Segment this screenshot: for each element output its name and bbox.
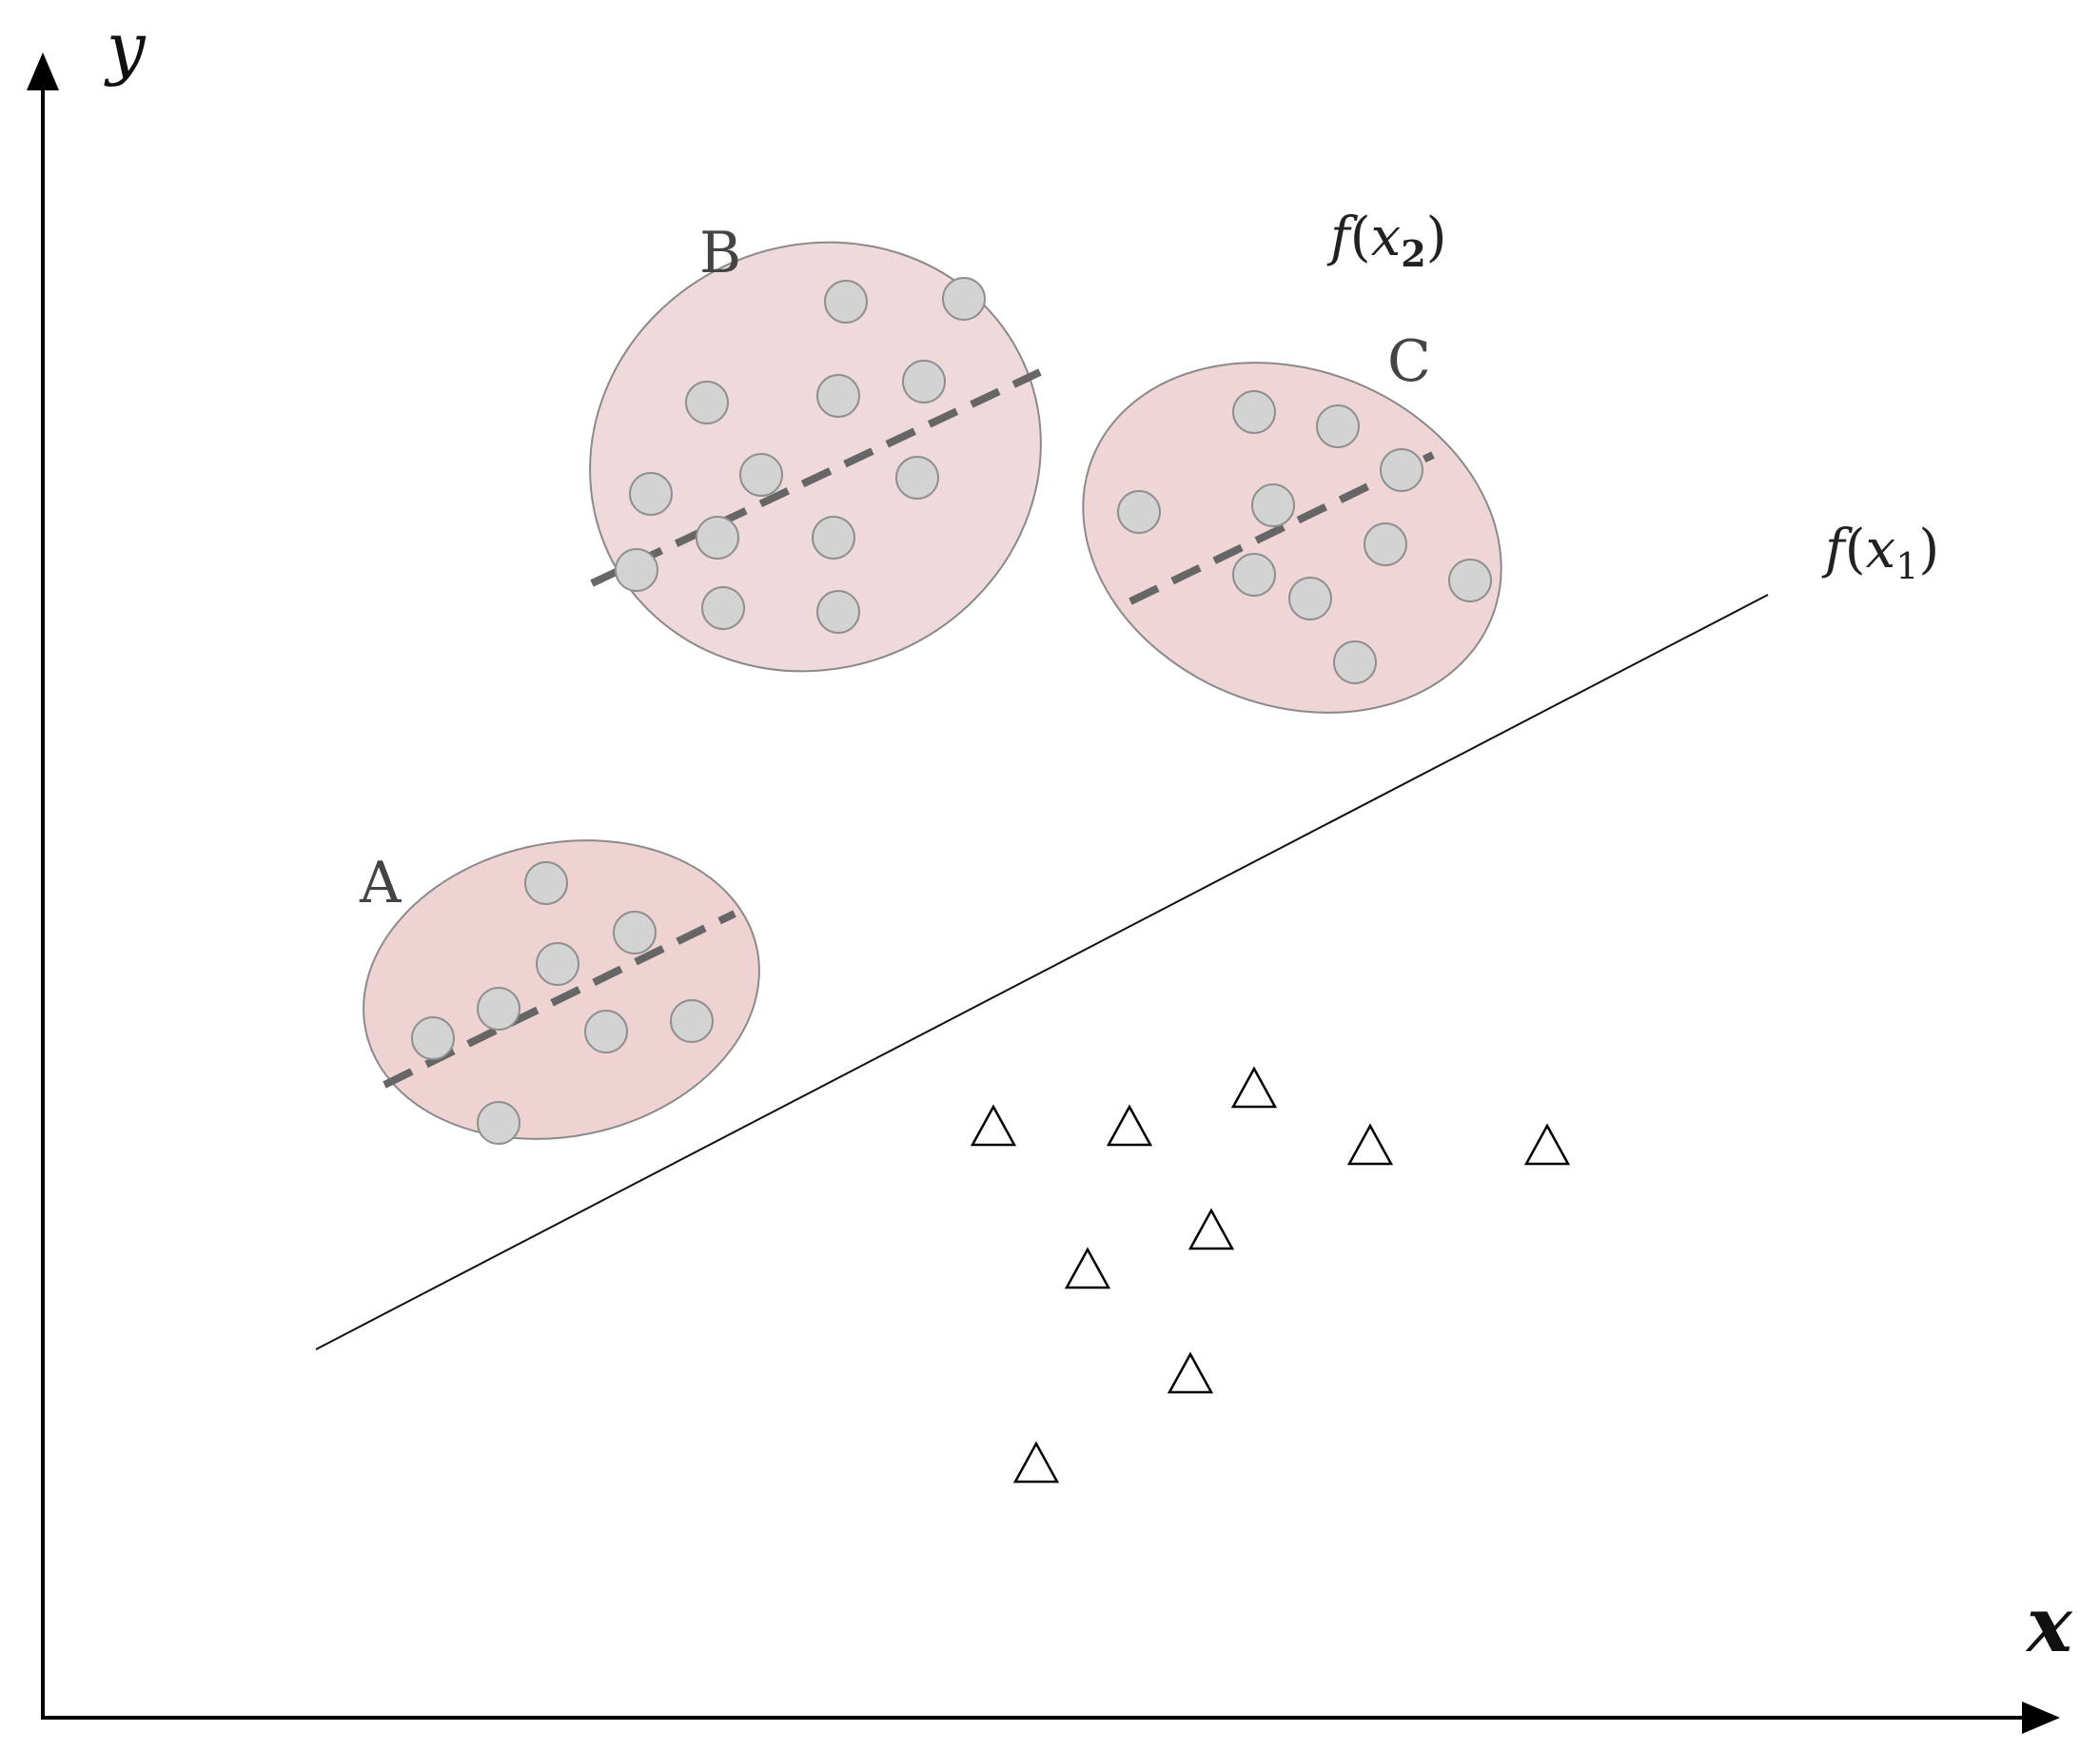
function-open-paren: ( <box>1350 207 1371 268</box>
data-point <box>824 280 868 324</box>
axes: y x <box>27 8 2073 1734</box>
function-label-f-x2: f(x2) <box>1326 207 1447 275</box>
cluster-b-ellipse <box>589 241 1042 673</box>
cluster-a-label: A <box>359 850 402 916</box>
data-point <box>685 381 729 424</box>
data-point <box>816 374 860 418</box>
function-close-paren: ) <box>1918 519 1939 580</box>
cluster-b: B <box>589 220 1042 673</box>
triangle-point <box>1346 1123 1394 1166</box>
data-point <box>816 590 860 634</box>
data-point <box>1333 640 1377 684</box>
data-point <box>812 516 855 560</box>
cluster-c-points <box>1117 390 1492 684</box>
data-point <box>1117 490 1161 534</box>
data-point <box>411 1016 455 1060</box>
function-open-paren: ( <box>1845 519 1866 580</box>
data-point <box>1380 448 1423 492</box>
cluster-a: A <box>359 839 760 1145</box>
data-point <box>942 277 986 321</box>
triangle-point <box>1012 1441 1060 1484</box>
cluster-a-points <box>411 861 714 1145</box>
data-point <box>701 586 745 630</box>
cluster-c: C <box>1082 328 1502 714</box>
data-point <box>524 861 568 905</box>
triangle-point <box>1187 1208 1235 1250</box>
cluster-b-label: B <box>699 220 741 286</box>
cluster-a-ellipse <box>363 839 760 1140</box>
cluster-c-label: C <box>1387 328 1431 395</box>
data-point <box>1448 559 1492 602</box>
triangle-point <box>1230 1066 1278 1109</box>
data-point <box>613 911 657 954</box>
triangle-point <box>1523 1123 1571 1166</box>
y-axis-arrowhead <box>27 52 59 90</box>
triangle-point <box>1167 1351 1214 1394</box>
data-point <box>895 456 939 500</box>
data-point <box>1288 577 1332 620</box>
data-point <box>739 453 783 497</box>
x-axis-arrowhead <box>2022 1702 2060 1734</box>
function-subscript: 2 <box>1401 232 1425 275</box>
data-point <box>615 548 658 592</box>
data-point <box>584 1010 628 1053</box>
data-point <box>1232 390 1276 434</box>
data-point <box>1251 483 1295 527</box>
data-point <box>902 360 946 403</box>
function-label-f-x1: f(x1) <box>1821 519 1939 587</box>
data-point <box>536 942 579 986</box>
cluster-b-points <box>615 277 986 634</box>
data-point <box>1316 404 1360 448</box>
data-point <box>670 999 714 1043</box>
function-variable: x <box>1866 519 1896 580</box>
triangle-point <box>1106 1104 1153 1147</box>
y-axis-label: y <box>104 8 147 88</box>
data-point <box>629 472 673 516</box>
triangle-point <box>970 1104 1017 1147</box>
cluster-c-ellipse <box>1082 362 1502 714</box>
cluster-b-trend-line <box>590 368 1042 587</box>
triangle-points <box>970 1066 1571 1484</box>
function-variable: x <box>1371 207 1402 268</box>
data-point <box>1364 522 1407 566</box>
data-point <box>1232 553 1276 597</box>
data-point <box>477 987 520 1031</box>
data-point <box>696 516 739 560</box>
x-axis-label: x <box>2025 1580 2073 1669</box>
triangle-point <box>1064 1247 1111 1289</box>
data-point <box>477 1101 520 1145</box>
function-close-paren: ) <box>1426 207 1447 268</box>
function-subscript: 1 <box>1895 545 1918 587</box>
decision-boundary-line <box>315 594 1769 1350</box>
